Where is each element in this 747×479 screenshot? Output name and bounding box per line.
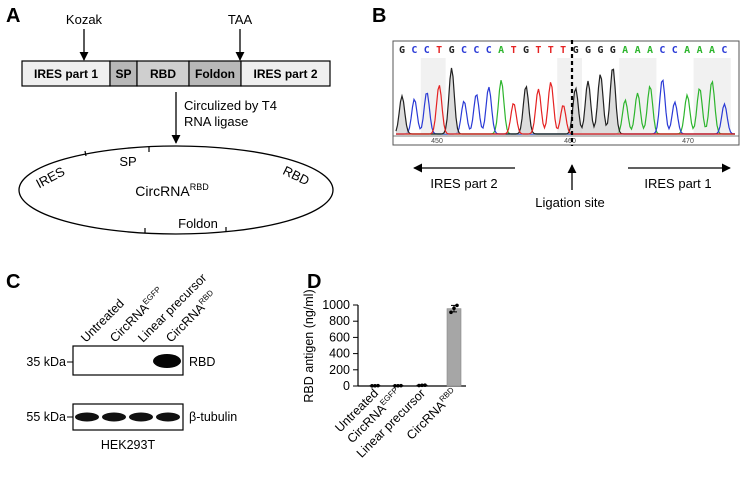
ires-part2-box [240,60,331,87]
panel-c-letter: C [6,271,20,293]
data-point [393,384,397,388]
chromatogram-traces [395,58,736,135]
sequence-base: T [548,45,554,56]
data-point [423,383,427,387]
position-tick-470: 470 [682,138,694,145]
taa-label: TAA [228,12,253,27]
sequence-base: A [709,45,715,56]
tubulin-band [75,412,99,422]
y-axis-label: RBD antigen (ng/ml) [302,289,316,402]
segment-ires-part2: IRES part 2 [253,67,317,81]
lane-label-circrna-rbd-sup: RBD [197,288,215,306]
bar-chart: 02004006008001000UntreatedCircRNAEGFPLin… [322,298,466,460]
x-tick-label-sup: EGFP [378,386,400,408]
circle-label-ires: IRES [33,164,67,192]
rbd-box [136,60,190,87]
blot-label-tubulin: β-tubulin [189,410,237,424]
sequence-base: C [672,45,678,56]
panel-d-letter: D [307,271,321,293]
cell-line-label: HEK293T [101,438,156,452]
y-tick-label: 200 [329,363,350,377]
y-tick-label: 1000 [322,298,350,312]
segment-sp: SP [115,67,131,81]
ires-part2-label: IRES part 2 [430,176,497,191]
ligation-site-label: Ligation site [535,195,604,210]
highlight-region [420,58,446,134]
sequence-base: T [436,45,442,56]
sequence-base: G [573,45,579,56]
data-point [396,383,400,388]
y-tick-label: 600 [329,330,350,344]
marker-35kda: 35 kDa [26,355,66,369]
circrna-rbd-label: CircRNARBD [135,182,209,199]
sequence-base: C [721,45,727,56]
circle-label-rbd: RBD [281,163,312,189]
y-tick-label: 800 [329,314,350,328]
data-point [376,383,380,388]
circrna-rbd-main: CircRNA [135,183,190,199]
sequence-base: A [647,45,653,56]
trace-t [396,82,735,135]
tubulin-band [156,412,180,422]
circularize-text-1: Circulized by T4 [184,98,277,113]
circle-label-sp: SP [119,154,136,169]
sequence-base: T [511,45,517,56]
data-point [370,384,374,388]
highlight-region [693,58,731,134]
segment-ires-part1: IRES part 1 [34,67,98,81]
sequence-base: A [635,45,641,56]
sequence-base: C [424,45,430,56]
sequence-base: G [523,45,529,56]
sequence-base: G [399,45,405,56]
sequence-base: A [622,45,628,56]
sequence-base: C [461,45,467,56]
data-point [417,383,421,388]
sequence-base: C [473,45,479,56]
segment-foldon: Foldon [195,67,235,81]
position-tick-450: 450 [431,138,443,145]
sequence-base: G [610,45,616,56]
panel-a-letter: A [6,5,20,27]
circle-tick [84,150,87,157]
lane-label-circrna-egfp-sup: EGFP [141,285,163,307]
data-point [420,383,424,388]
y-tick-label: 0 [343,379,350,393]
ires-part1-label: IRES part 1 [644,176,711,191]
bar [446,308,462,387]
sequence-base: A [697,45,703,56]
sequence-base: A [498,45,504,56]
data-point [373,383,377,388]
kozak-label: Kozak [66,12,103,27]
circle-label-foldon: Foldon [178,216,218,231]
data-point [399,383,403,388]
sequence-base: A [684,45,690,56]
circrna-circle [18,145,334,235]
blot-label-rbd: RBD [189,355,215,369]
foldon-box [188,60,242,87]
sequence-base: C [411,45,417,56]
sequence-base: G [449,45,455,56]
sequence-base: G [585,45,591,56]
x-tick-label-sup: RBD [438,385,456,403]
marker-55kda: 55 kDa [26,410,66,424]
circularize-text-2: RNA ligase [184,114,248,129]
tubulin-band [129,412,153,422]
sequence-base: T [560,45,566,56]
sequence-base: G [597,45,603,56]
segment-rbd: RBD [150,67,176,81]
rbd-band [153,354,181,368]
y-tick-label: 400 [329,347,350,361]
position-tick-460: 460 [564,138,576,145]
tubulin-band [102,412,126,422]
sequence-base: T [535,45,541,56]
sequence-base: C [486,45,492,56]
circrna-rbd-sup: RBD [190,182,210,192]
sequence-base: C [659,45,665,56]
panel-b-letter: B [372,5,386,27]
